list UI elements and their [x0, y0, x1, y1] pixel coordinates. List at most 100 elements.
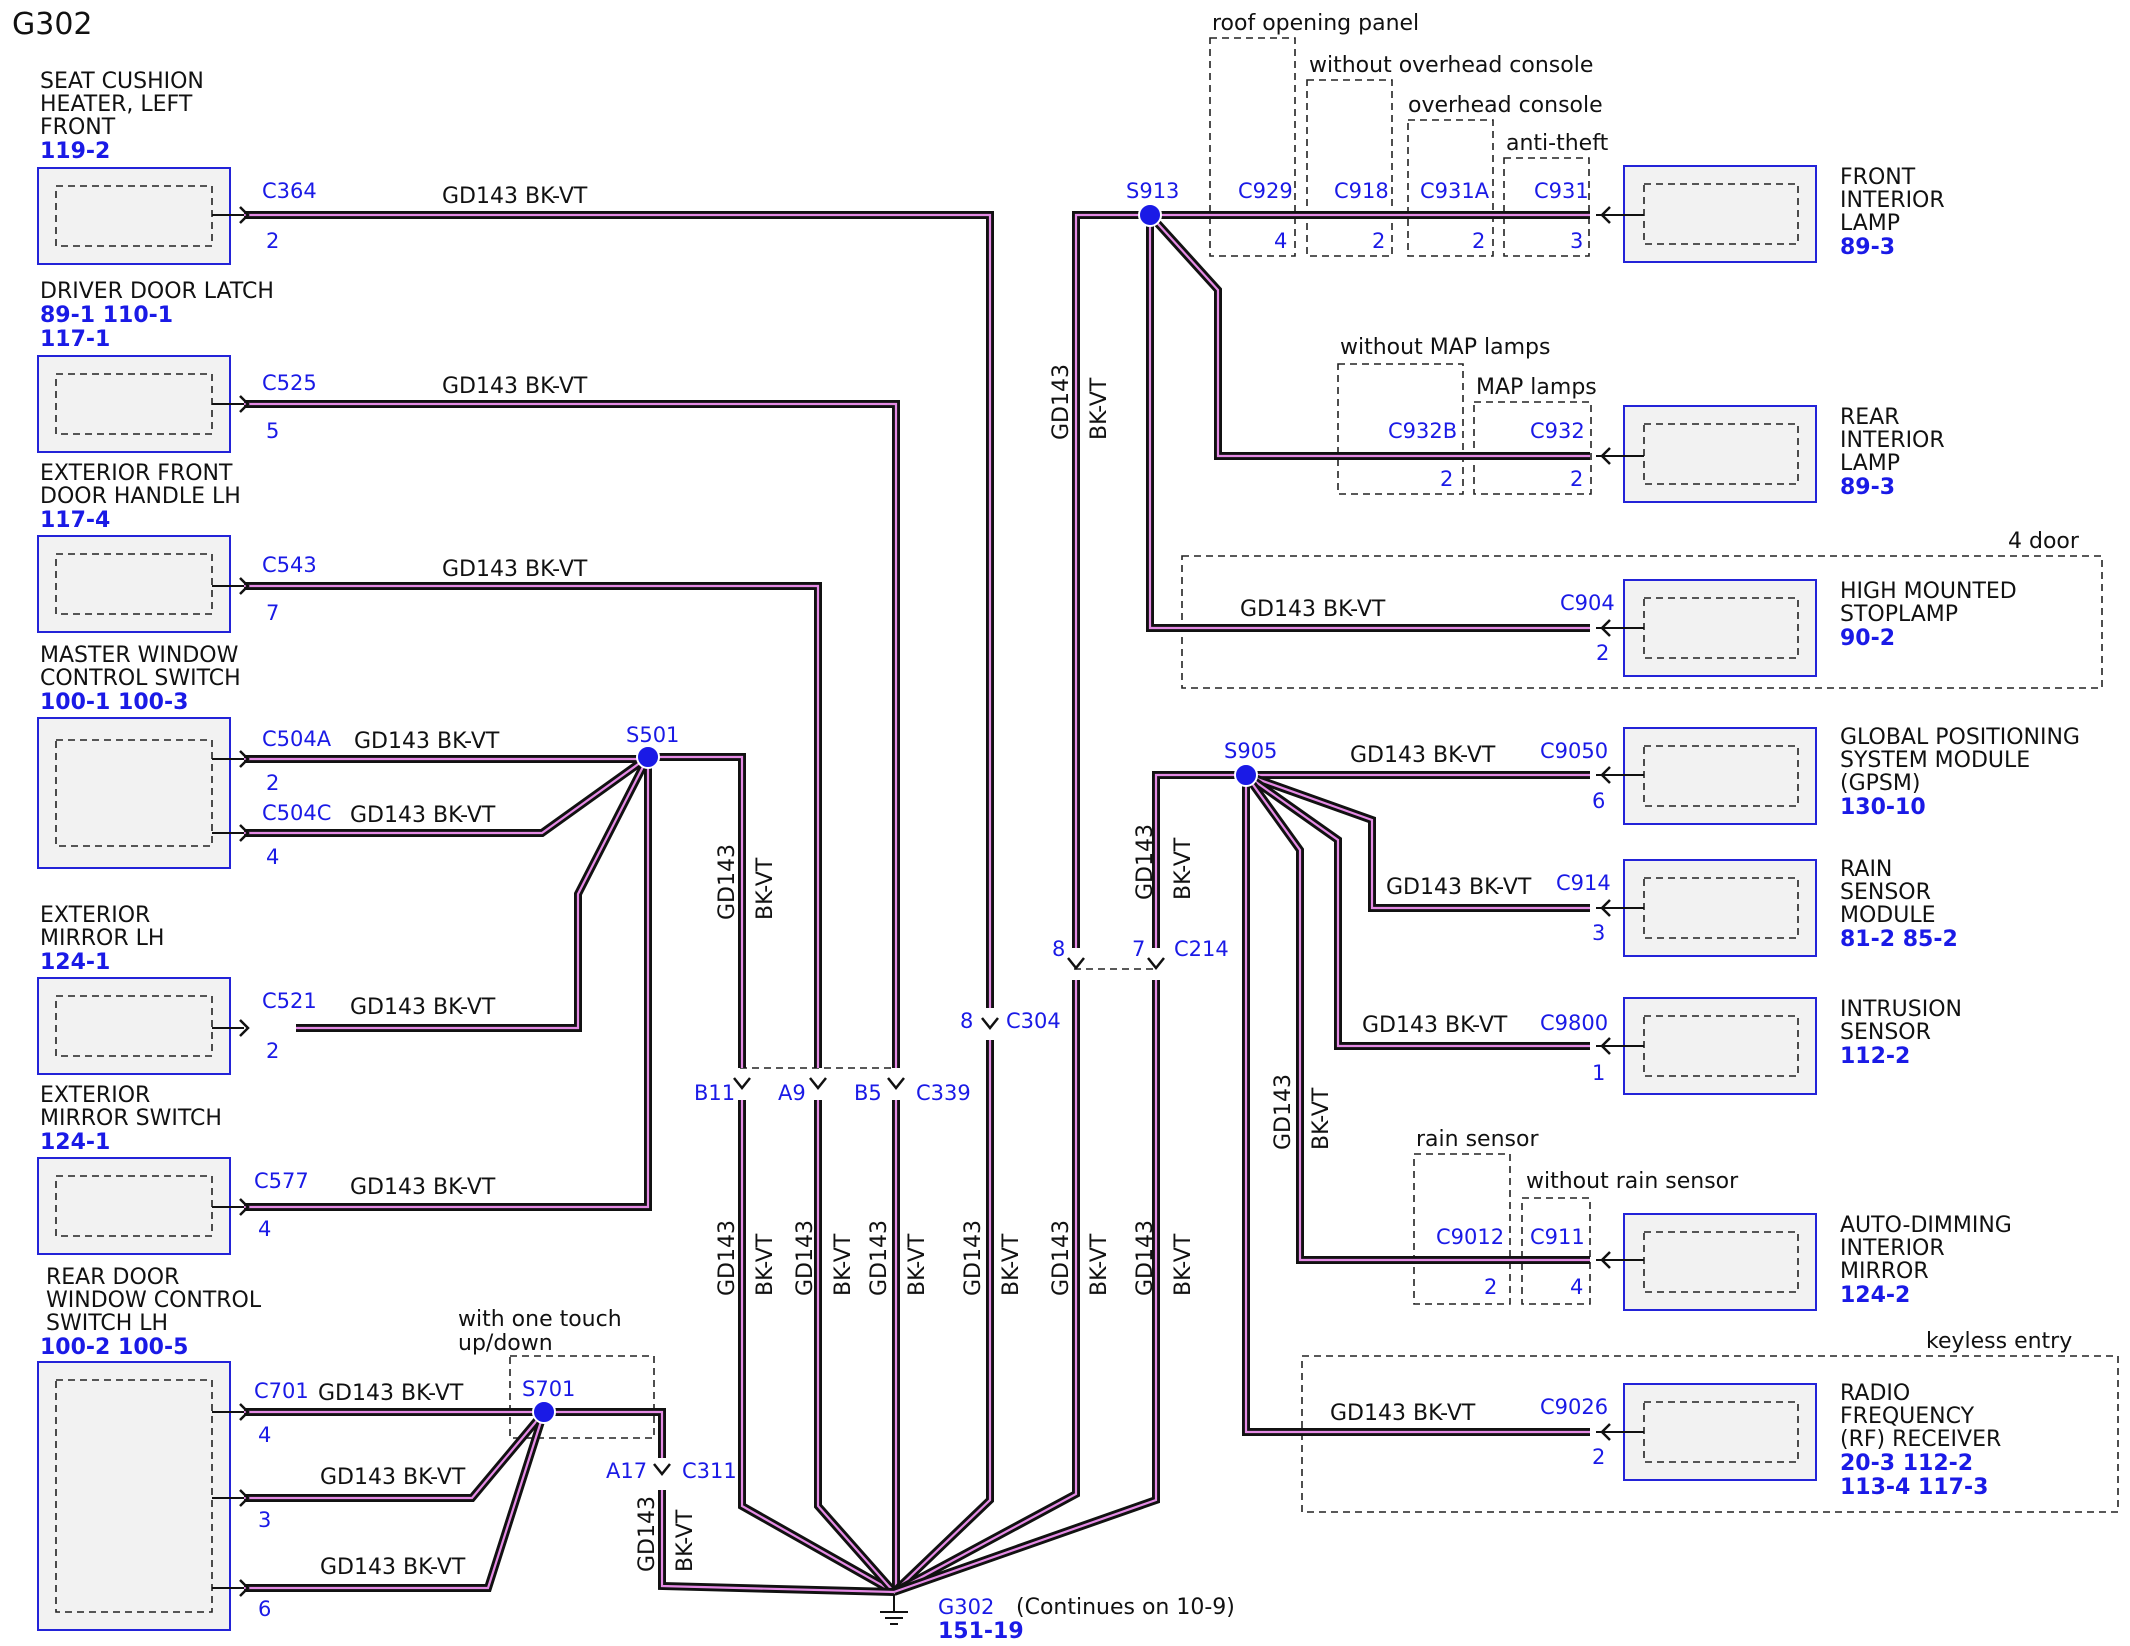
vlabel-b11-code: GD143 — [715, 1220, 740, 1296]
splice-s501[interactable] — [636, 745, 660, 769]
left-connector-labels: C364 2 C525 5 C543 7 C504A 2 C504C 4 C52… — [254, 179, 332, 1621]
roof-opening-panel-box — [1209, 37, 1296, 257]
vlabel-s913-color: BK-VT — [1087, 1233, 1112, 1296]
front-lamp-name-1: FRONT — [1840, 165, 1916, 190]
right-connector-mark-4 — [1600, 899, 1611, 917]
stoplamp-name-2: STOPLAMP — [1840, 602, 1958, 627]
c904-id: C904 — [1560, 591, 1615, 615]
c918-id: C918 — [1334, 179, 1389, 203]
overhead-console-box — [1407, 119, 1494, 257]
vlabel-upper-s913-color: BK-VT — [1087, 377, 1112, 440]
rain-sensor-module-box — [1623, 859, 1817, 957]
wire-c543 — [244, 582, 822, 1068]
ground-symbol — [880, 1594, 908, 1625]
rear-lamp-ref[interactable]: 89-3 — [1840, 475, 1895, 500]
left-connector-mark-7 — [239, 1403, 250, 1421]
wire-label-c543: GD143 BK-VT — [442, 557, 588, 582]
mirror-ref[interactable]: 124-2 — [1840, 1283, 1910, 1308]
c339-pin-a9: A9 — [778, 1081, 806, 1105]
vlabel-b11-color: BK-VT — [753, 1233, 778, 1296]
left-components — [37, 167, 231, 1631]
wire-c364 — [244, 211, 994, 1008]
master-window-name-2: CONTROL SWITCH — [40, 666, 241, 691]
front-lamp-ref[interactable]: 89-3 — [1840, 235, 1895, 260]
without-map-lamps-label: without MAP lamps — [1340, 335, 1550, 360]
ext-mirror-switch-ref[interactable]: 124-1 — [40, 1130, 110, 1155]
without-overhead-console-label: without overhead console — [1309, 53, 1593, 78]
stoplamp-ref[interactable]: 90-2 — [1840, 626, 1895, 651]
ext-front-door-ref[interactable]: 117-4 — [40, 508, 110, 533]
four-door-label: 4 door — [2008, 529, 2080, 554]
wire-s913-down — [1072, 211, 1150, 948]
rear-lamp-name-1: REAR — [1840, 405, 1900, 430]
inline-connector-mark-5 — [1147, 957, 1165, 971]
rf-ref-2[interactable]: 113-4 117-3 — [1840, 1475, 1988, 1500]
left-connector-mark-2 — [239, 577, 250, 595]
ext-front-door-handle-box — [37, 535, 231, 633]
wire-s905-intrusion — [1243, 771, 1590, 1050]
seat-cushion-heater-box — [37, 167, 231, 265]
splice-s701[interactable] — [532, 1400, 556, 1424]
c932b-pin: 2 — [1440, 467, 1453, 491]
c932b-id: C932B — [1388, 419, 1457, 443]
rain-module-ref[interactable]: 81-2 85-2 — [1840, 927, 1958, 952]
wire-label-c521: GD143 BK-VT — [350, 995, 496, 1020]
rf-name-3: (RF) RECEIVER — [1840, 1427, 2001, 1452]
auto-dimming-mirror-box — [1623, 1213, 1817, 1311]
stoplamp-name-1: HIGH MOUNTED — [1840, 579, 2017, 604]
ext-mirror-switch-name-1: EXTERIOR — [40, 1083, 150, 1108]
left-connector-mark-1 — [239, 395, 250, 413]
wire-s913-stop — [1146, 215, 1590, 632]
rear-door-ref[interactable]: 100-2 100-5 — [40, 1335, 188, 1360]
c504c-pin: 4 — [266, 845, 279, 869]
seat-cushion-name-3: FRONT — [40, 115, 116, 140]
front-interior-lamp-box — [1623, 165, 1817, 263]
ext-mirror-name-1: EXTERIOR — [40, 903, 150, 928]
front-lamp-name-3: LAMP — [1840, 211, 1900, 236]
c701-pin-4: 4 — [258, 1423, 271, 1447]
s501-label: S501 — [626, 723, 679, 747]
rf-ref-1[interactable]: 20-3 112-2 — [1840, 1451, 1973, 1476]
driver-door-latch-ref-1[interactable]: 89-1 110-1 — [40, 303, 173, 328]
right-connector-mark-3 — [1600, 766, 1611, 784]
c911-pin: 4 — [1570, 1275, 1583, 1299]
ext-mirror-ref[interactable]: 124-1 — [40, 950, 110, 975]
c304-pin: 8 — [960, 1009, 973, 1033]
splice-s905[interactable] — [1234, 763, 1258, 787]
without-rain-sensor-box — [1521, 1197, 1591, 1305]
wire-c504c — [244, 753, 651, 837]
rear-interior-lamp-box — [1623, 405, 1817, 503]
c521-pin: 2 — [266, 1039, 279, 1063]
c904-pin: 2 — [1596, 641, 1609, 665]
high-mounted-stoplamp-box — [1623, 579, 1817, 677]
wire-label-c525: GD143 BK-VT — [442, 374, 588, 399]
ext-mirror-name-2: MIRROR LH — [40, 926, 164, 951]
c543-pin: 7 — [266, 601, 279, 625]
c304-id: C304 — [1006, 1009, 1061, 1033]
left-connector-mark-4 — [239, 824, 250, 842]
vlabel-upper-s913-code: GD143 — [1049, 364, 1074, 440]
c214-id: C214 — [1174, 937, 1229, 961]
intrusion-ref[interactable]: 112-2 — [1840, 1044, 1910, 1069]
master-window-ref[interactable]: 100-1 100-3 — [40, 690, 188, 715]
seat-cushion-ref[interactable]: 119-2 — [40, 139, 110, 164]
wire-label-c701-3: GD143 BK-VT — [320, 1465, 466, 1490]
wire-label-c701-4: GD143 BK-VT — [318, 1381, 464, 1406]
map-lamps-label: MAP lamps — [1476, 375, 1597, 400]
vlabel-upper-s905-color: BK-VT — [1171, 837, 1196, 900]
gpsm-ref[interactable]: 130-10 — [1840, 795, 1926, 820]
right-connector-mark-2 — [1600, 619, 1611, 637]
c911-id: C911 — [1530, 1225, 1585, 1249]
c9050-id: C9050 — [1540, 739, 1608, 763]
splice-s913[interactable] — [1138, 203, 1162, 227]
driver-door-latch-ref-2[interactable]: 117-1 — [40, 327, 110, 352]
ground-ref[interactable]: 151-19 — [938, 1619, 1024, 1644]
c931-id: C931 — [1534, 179, 1589, 203]
c339-id: C339 — [916, 1081, 971, 1105]
wire-s913-rear — [1147, 212, 1590, 460]
page-title: G302 — [12, 7, 93, 42]
wire-label-c9026: GD143 BK-VT — [1330, 1401, 1476, 1426]
wire-s501-c521 — [296, 755, 652, 1032]
c577-pin: 4 — [258, 1217, 271, 1241]
wire-label-c904: GD143 BK-VT — [1240, 597, 1386, 622]
